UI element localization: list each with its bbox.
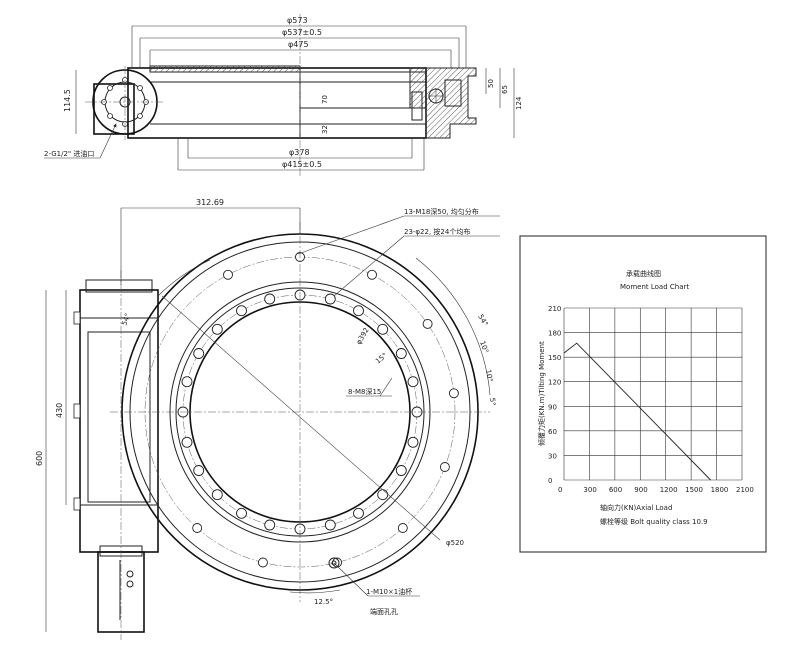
chart-y-tick: 90 <box>548 403 557 411</box>
oil-port-note: 2-G1/2" 进油口 <box>44 149 94 158</box>
chart-x-tick: 1500 <box>685 486 703 494</box>
chart-x-tick: 1800 <box>711 486 729 494</box>
chart-note: 螺栓等级 Bolt quality class 10.9 <box>600 517 708 526</box>
angle-5-label: 5° <box>488 397 497 406</box>
note-m18-label: 13-M18深50, 均匀分布 <box>404 207 479 216</box>
inner-bolt-hole <box>264 293 276 305</box>
angle-54-right-label: 54° <box>476 313 489 328</box>
chart-x-tick: 0 <box>558 486 562 494</box>
inner-bolt-hole <box>353 507 364 519</box>
inner-bolt-hole <box>407 436 419 448</box>
dim-378-label: φ378 <box>289 148 310 157</box>
front-view: 312.69 430 600 φ392 φ520 54° 54° 10° 10°… <box>35 198 500 640</box>
dim-114-5-label: 114.5 <box>63 89 72 112</box>
dim-392-label: φ392 <box>355 326 371 346</box>
ring-section-hatch <box>409 67 477 139</box>
angle-12-5-label: 12.5° <box>314 598 333 606</box>
dim-50-label: 50 <box>487 79 495 88</box>
inner-bolt-hole <box>324 293 336 305</box>
inner-bolt-hole <box>236 507 247 519</box>
dim-312-69-label: 312.69 <box>196 198 224 207</box>
angle-54-left-label: 54° <box>120 312 132 326</box>
inner-bolt-hole <box>377 323 389 335</box>
chart-y-tick: 60 <box>548 428 557 436</box>
dim-537-label: φ537±0.5 <box>282 28 322 37</box>
chart-x-tick: 1200 <box>660 486 678 494</box>
dim-32-label: 32 <box>321 125 329 134</box>
chart-subtitle: Moment Load Chart <box>620 283 689 291</box>
inner-bolt-hole <box>264 519 276 531</box>
dim-124-label: 124 <box>515 96 523 110</box>
inner-bolt-hole <box>407 376 419 388</box>
inner-bolt-hole <box>377 489 389 501</box>
chart-frame <box>519 235 767 553</box>
chart-x-tick: 900 <box>634 486 647 494</box>
outer-bolt-hole <box>192 523 203 533</box>
chart-y-tick: 120 <box>548 379 561 387</box>
chart-x-tick: 300 <box>583 486 596 494</box>
inner-bolt-hole <box>353 305 364 317</box>
inner-bolt-hole <box>181 376 193 388</box>
chart-ticks: 0 300 600 900 1200 1500 1800 2100 0 30 60 90 120 150 1… <box>548 305 754 494</box>
chart-x-tick: 2100 <box>736 486 754 494</box>
chart-series-line <box>563 342 711 481</box>
outer-bolt-hole <box>367 269 377 280</box>
gear-pocket <box>444 79 462 107</box>
dim-415-label: φ415±0.5 <box>282 160 322 169</box>
slew-body-outline <box>127 67 427 139</box>
chart-y-tick: 150 <box>548 354 561 362</box>
top-section-view: φ573 φ537±0.5 φ475 φ378 φ415±0.5 114.5 7… <box>44 14 523 178</box>
outer-bolt-holes <box>192 252 459 568</box>
outer-bolt-hole <box>397 523 408 533</box>
outer-bolt-hole <box>439 462 450 472</box>
inner-bolt-hole <box>193 348 205 359</box>
outer-bolt-hole <box>257 557 268 568</box>
inner-bolt-hole <box>211 323 223 335</box>
grease-nipple <box>328 557 340 569</box>
angle-10-label: 10° <box>478 340 490 354</box>
diagonal-line <box>161 295 441 541</box>
inner-bolt-hole <box>324 519 336 531</box>
inner-bolt-hole <box>395 465 407 476</box>
dim-573-label: φ573 <box>287 16 308 25</box>
dim-70-label: 70 <box>321 95 329 104</box>
note-m10-label: 1-M10×1油杯 <box>366 587 412 596</box>
inner-bolt-hole <box>211 489 223 501</box>
inner-bolt-hole <box>236 305 247 317</box>
note-22-label: 23-φ22, 按24个均布 <box>404 227 470 236</box>
chart-ylabel: 倾覆力矩(KN.m)Tilting Moment <box>537 341 546 446</box>
dim-600-label: 600 <box>35 451 44 466</box>
outer-bolt-hole <box>422 318 433 329</box>
bolt-hole-section <box>411 91 423 121</box>
chart-y-tick: 0 <box>548 477 552 485</box>
note-m8-label: 8-M8深15 <box>348 387 381 396</box>
bottom-dimensions: φ378 φ415±0.5 <box>177 138 425 171</box>
note-m10b-label: 端面孔孔 <box>370 607 398 616</box>
inner-bolt-hole <box>193 465 205 476</box>
inner-bolt-hole <box>181 436 193 448</box>
worm-housing-front <box>79 289 159 553</box>
outer-bolt-hole <box>448 388 459 399</box>
angle-15-label: 15° <box>374 351 389 365</box>
chart-x-tick: 600 <box>609 486 622 494</box>
top-dimensions: φ573 φ537±0.5 φ475 <box>131 16 467 68</box>
dim-65-label: 65 <box>501 85 509 94</box>
chart-y-tick: 180 <box>548 330 561 338</box>
chart-title: 承载曲线图 <box>626 269 661 278</box>
dim-520-label: φ520 <box>446 539 464 547</box>
angle-10b-label: 10° <box>484 369 494 383</box>
outer-bolt-hole <box>223 269 233 280</box>
chart-y-tick: 210 <box>548 305 561 313</box>
chart-y-tick: 30 <box>548 452 557 460</box>
inner-bolt-hole <box>395 348 407 359</box>
chart-xlabel: 轴向力(KN)Axial Load <box>600 503 672 512</box>
dim-475-label: φ475 <box>288 40 309 49</box>
top-flange-hatch <box>149 65 301 73</box>
chart-grid <box>563 307 743 481</box>
dim-430-label: 430 <box>55 403 64 418</box>
